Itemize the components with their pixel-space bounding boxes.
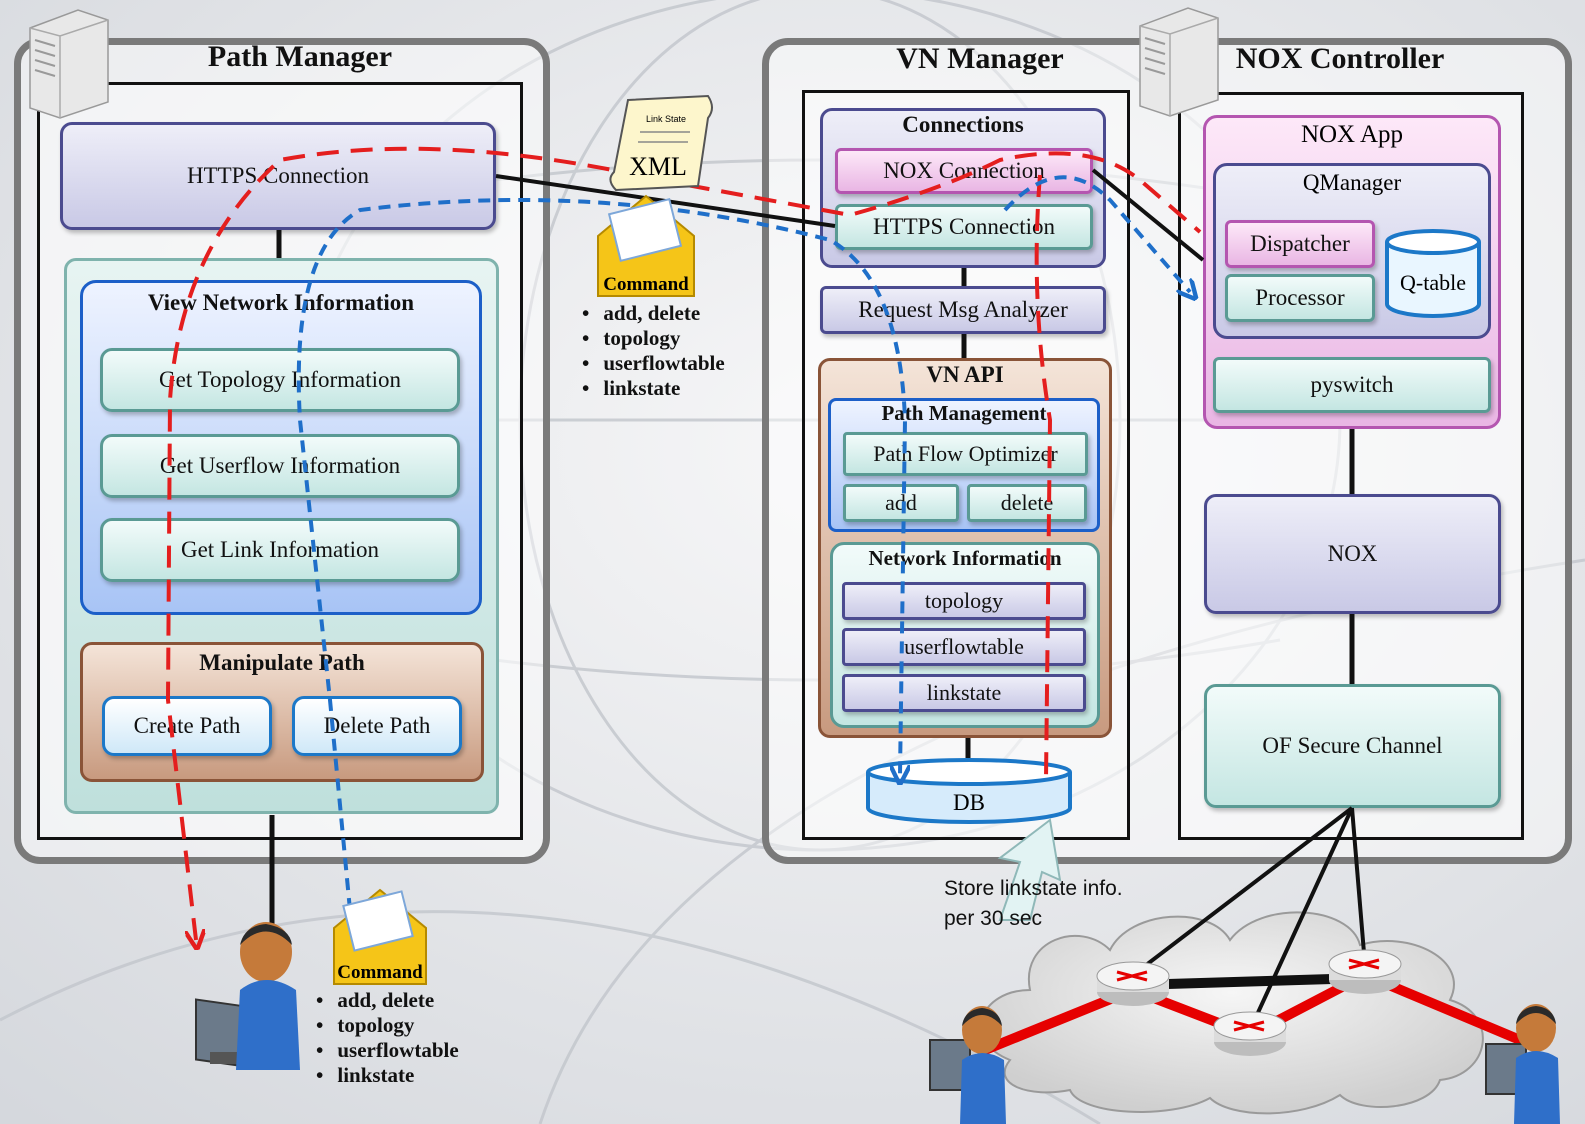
command-item: linkstate <box>316 1063 459 1088</box>
processor-box: Processor <box>1225 274 1375 322</box>
manipulate-path-title: Manipulate Path <box>199 650 365 675</box>
nox-connection-box: NOX Connection <box>835 148 1093 194</box>
command-item: topology <box>582 326 725 351</box>
command-list-bottom: add, delete topology userflowtable links… <box>316 988 459 1088</box>
delete-box: delete <box>967 484 1087 522</box>
pyswitch-box: pyswitch <box>1213 357 1491 413</box>
nox-controller-title: NOX Controller <box>1235 42 1445 75</box>
request-msg-analyzer-box: Request Msg Analyzer <box>820 286 1106 334</box>
store-note-line2: per 30 sec <box>944 907 1043 930</box>
command-item: add, delete <box>582 301 725 326</box>
nox-app-title: NOX App <box>1300 121 1404 148</box>
path-flow-optimizer-box: Path Flow Optimizer <box>843 432 1088 476</box>
qmanager-title: QManager <box>1302 170 1402 195</box>
userflowtable-box: userflowtable <box>842 628 1086 666</box>
command-item: topology <box>316 1013 459 1038</box>
path-management-title: Path Management <box>881 401 1047 425</box>
pm-https-connection: HTTPS Connection <box>60 122 496 230</box>
view-network-title: View Network Information <box>147 290 415 315</box>
of-secure-channel-box: OF Secure Channel <box>1204 684 1501 808</box>
topology-box: topology <box>842 582 1086 620</box>
store-note-line1: Store linkstate info. <box>944 877 1123 900</box>
command-list-top: add, delete topology userflowtable links… <box>582 301 725 401</box>
delete-path-button[interactable]: Delete Path <box>292 696 462 756</box>
command-item: linkstate <box>582 376 725 401</box>
get-topology-button[interactable]: Get Topology Information <box>100 348 460 412</box>
xml-scroll-small-label: Link State <box>645 114 687 124</box>
xml-scroll-label: XML <box>629 152 687 181</box>
store-linkstate-note: Store linkstate info. per 30 sec <box>944 874 1123 934</box>
command-label-bottom: Command <box>337 962 423 983</box>
command-item: userflowtable <box>316 1038 458 1063</box>
q-table-label: Q-table <box>1400 270 1466 295</box>
db-label: DB <box>953 790 985 815</box>
q-table-cylinder <box>1385 229 1481 318</box>
vn-manager-title: VN Manager <box>896 42 1064 75</box>
linkstate-box: linkstate <box>842 674 1086 712</box>
vn-https-connection-box: HTTPS Connection <box>835 204 1093 250</box>
connections-title: Connections <box>902 112 1024 137</box>
get-link-button[interactable]: Get Link Information <box>100 518 460 582</box>
add-box: add <box>843 484 959 522</box>
network-information-title: Network Information <box>868 546 1062 570</box>
create-path-button[interactable]: Create Path <box>102 696 272 756</box>
dispatcher-box: Dispatcher <box>1225 220 1375 268</box>
vn-api-title: VN API <box>926 362 1004 387</box>
command-item: userflowtable <box>582 351 724 376</box>
command-label-top: Command <box>603 274 689 295</box>
get-userflow-button[interactable]: Get Userflow Information <box>100 434 460 498</box>
command-item: add, delete <box>316 988 459 1013</box>
path-manager-title: Path Manager <box>207 40 393 73</box>
nox-box: NOX <box>1204 494 1501 614</box>
